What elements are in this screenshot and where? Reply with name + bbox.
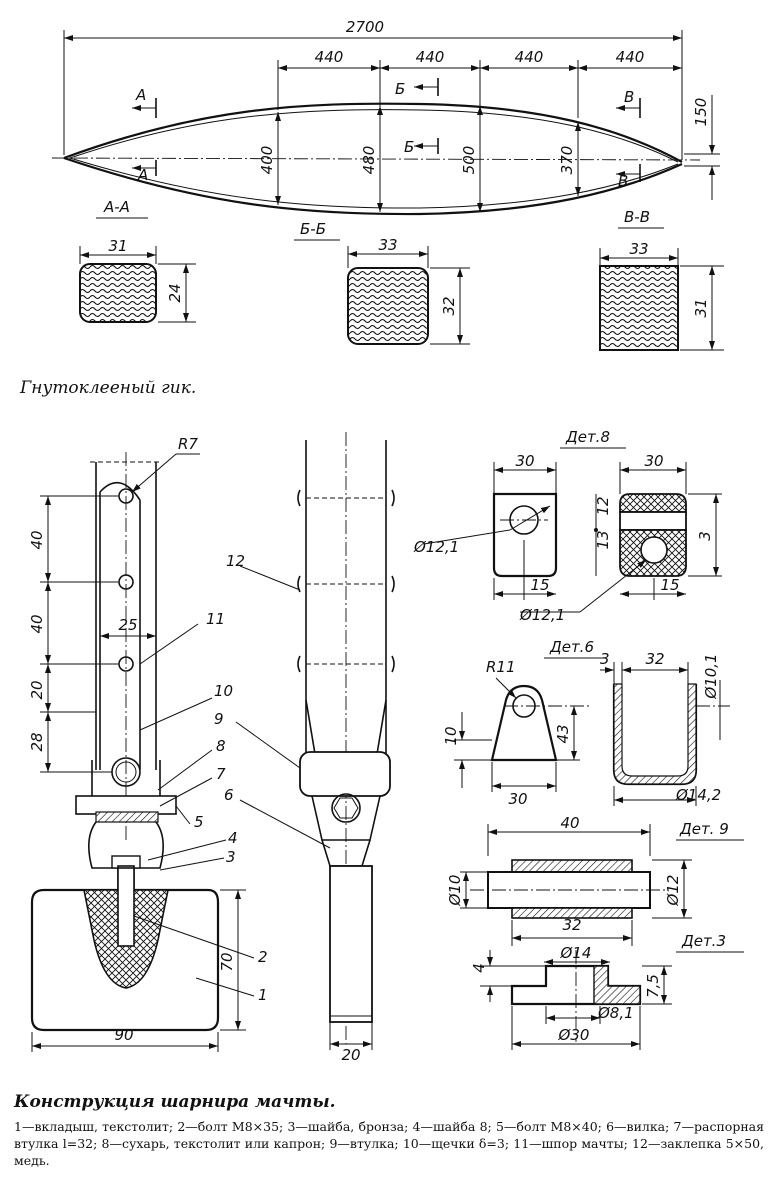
det8-h12: 12 (594, 496, 612, 515)
spacing-dim-4: 440 (616, 48, 645, 66)
det6-radius: R11 (486, 658, 516, 676)
det6-d101: Ø10,1 (702, 653, 720, 699)
det6-h10: 10 (442, 726, 460, 745)
section-v-v-title: В-В (624, 208, 650, 226)
section-mark-v-top: В (624, 88, 634, 106)
base-width-90: 90 (114, 1026, 133, 1044)
det3-d81: Ø8,1 (597, 1004, 634, 1022)
det6-w30: 30 (508, 790, 527, 808)
height-dim-480: 480 (360, 146, 378, 175)
section-b-b-title: Б-Б (300, 220, 326, 238)
callout-10: 10 (214, 682, 233, 700)
height-dim-500: 500 (460, 146, 478, 175)
section-a-width: 31 (108, 237, 127, 255)
section-v-v: В-В 33 31 (599, 208, 724, 351)
side-dim-20: 20 (28, 680, 46, 699)
det8-w1: 30 (515, 452, 534, 470)
det9-len32: 32 (562, 916, 581, 934)
section-a-height: 24 (166, 283, 184, 302)
section-mark-b-top: Б (395, 80, 405, 98)
parts-legend: 1—вкладыш, текстолит; 2—болт М8×35; 3—ша… (14, 1119, 764, 1168)
joint-caption: Конструкция шарнира мачты. (14, 1092, 336, 1112)
det3-d30: Ø30 (558, 1026, 590, 1044)
detail-9: Дет. 9 40 Ø10 Ø12 32 (446, 814, 744, 946)
side-dim-40b: 40 (28, 614, 46, 633)
det8-off2: 15 (660, 576, 679, 594)
det3-d14: Ø14 (560, 944, 592, 962)
joint-side-view: R7 40 40 20 28 25 90 7 (28, 435, 268, 1052)
det6-w32: 32 (645, 650, 664, 668)
detail-8: Дет.8 30 Ø12,1 15 30 15 Ø12,1 13 12 (413, 428, 722, 624)
callout-8: 8 (216, 737, 226, 755)
det9-d10: Ø10 (446, 875, 464, 907)
det9-title: Дет. 9 (679, 820, 729, 838)
section-mark-a-bottom: А (137, 166, 148, 184)
radius-r7: R7 (178, 435, 198, 453)
side-dim-40a: 40 (28, 530, 46, 549)
det3-h75: 7,5 (644, 974, 662, 998)
section-b-width: 33 (378, 236, 397, 254)
height-dim-400: 400 (258, 146, 276, 175)
boom-caption: Гнутоклееный гик. (20, 378, 197, 398)
base-height-70: 70 (218, 952, 236, 971)
det6-h43: 43 (554, 724, 572, 743)
det9-len: 40 (560, 814, 579, 832)
callout-7: 7 (216, 765, 226, 783)
width-dim-25: 25 (118, 616, 137, 634)
spacing-dim-2: 440 (416, 48, 445, 66)
det6-title: Дет.6 (549, 638, 594, 656)
spacing-dim-1: 440 (315, 48, 344, 66)
joint-front-view: 20 12 9 6 (214, 432, 395, 1064)
section-mark-v-bottom: В (618, 172, 628, 190)
callout-5: 5 (194, 813, 204, 831)
det8-h13: 13 (594, 530, 612, 549)
boom-length-dim: 2700 (346, 18, 384, 36)
callout-9: 9 (214, 710, 224, 728)
spacing-dim-3: 440 (515, 48, 544, 66)
detail-3: Дет.3 Ø14 4 7,5 Ø8,1 Ø30 (470, 932, 744, 1050)
detail-6: Дет.6 R11 10 43 30 3 32 Ø10,1 Ø14,2 (442, 638, 730, 808)
det8-hole: Ø12,1 (413, 538, 459, 556)
boom-view: 2700 440 440 440 440 400 480 500 370 (51, 18, 720, 216)
section-mark-b-bottom: Б (404, 138, 414, 156)
callout-3: 3 (226, 848, 236, 866)
det8-h3: 3 (696, 531, 714, 541)
det8-title: Дет.8 (565, 428, 610, 446)
det3-h4: 4 (470, 963, 488, 973)
det8-w2: 30 (644, 452, 663, 470)
det3-title: Дет.3 (681, 932, 726, 950)
det9-d12: Ø12 (664, 875, 682, 907)
callout-12: 12 (226, 552, 245, 570)
height-dim-370: 370 (558, 146, 576, 175)
section-a-a-title: А-А (103, 198, 130, 216)
callout-11: 11 (206, 610, 225, 628)
det8-off1: 15 (530, 576, 549, 594)
det6-d142: Ø14,2 (675, 786, 721, 804)
front-width-20: 20 (341, 1046, 360, 1064)
callout-2: 2 (258, 948, 268, 966)
det8-hole2: Ø12,1 (519, 606, 565, 624)
section-v-width: 33 (629, 240, 648, 258)
callout-1: 1 (258, 986, 268, 1004)
section-a-a: А-А 31 24 (79, 198, 196, 323)
section-b-b: Б-Б 33 32 (294, 220, 470, 345)
callout-4: 4 (228, 829, 238, 847)
section-mark-a-top: А (135, 86, 146, 104)
section-v-height: 31 (692, 298, 710, 317)
end-dim-150: 150 (692, 98, 710, 127)
det6-t3: 3 (600, 650, 610, 668)
section-b-height: 32 (440, 296, 458, 315)
side-dim-28: 28 (28, 732, 46, 751)
callout-6: 6 (224, 786, 234, 804)
